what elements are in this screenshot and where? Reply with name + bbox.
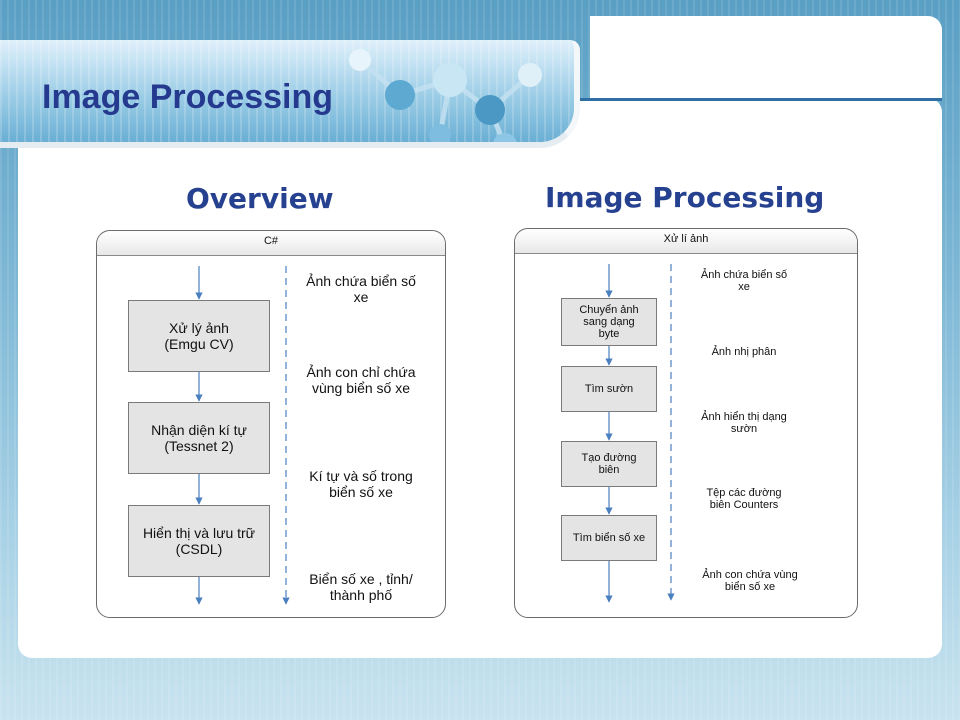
processing-step-3: Tạo đường biên <box>561 441 657 487</box>
processing-step-2: Tìm sườn <box>561 366 657 412</box>
banner-stripes <box>0 40 574 142</box>
overview-step-1: Xử lý ảnh (Emgu CV) <box>128 300 270 372</box>
overview-diagram-header: C# <box>97 231 445 256</box>
processing-diagram-header: Xử lí ảnh <box>515 229 857 254</box>
title-underline <box>580 98 942 101</box>
image-processing-heading: Image Processing <box>545 181 825 214</box>
processing-step-4: Tìm biển số xe <box>561 515 657 561</box>
molecule-decoration <box>349 49 542 142</box>
processing-output-2: Ảnh nhị phân <box>711 346 777 358</box>
title-banner <box>0 40 580 148</box>
processing-output-4: Tệp các đường biên Counters <box>706 487 782 511</box>
overview-output-3: Kí tự và số trong biển số xe <box>309 468 413 500</box>
processing-output-3: Ảnh hiển thị dạng sườn <box>701 411 787 435</box>
page-title: Image Processing <box>42 78 334 116</box>
overview-step-2: Nhận diện kí tự (Tessnet 2) <box>128 402 270 474</box>
overview-heading: Overview <box>186 182 334 215</box>
overview-output-4: Biển số xe , tỉnh/ thành phố <box>309 571 413 603</box>
overview-step-3: Hiển thị và lưu trữ (CSDL) <box>128 505 270 577</box>
processing-output-1: Ảnh chứa biển số xe <box>700 269 788 293</box>
processing-step-1: Chuyển ảnh sang dạng byte <box>561 298 657 346</box>
overview-output-1: Ảnh chứa biển số xe <box>306 273 416 305</box>
top-right-bar <box>590 16 942 98</box>
processing-output-5: Ảnh con chứa vùng biển số xe <box>702 569 798 593</box>
overview-output-2: Ảnh con chỉ chứa vùng biển số xe <box>306 364 416 396</box>
